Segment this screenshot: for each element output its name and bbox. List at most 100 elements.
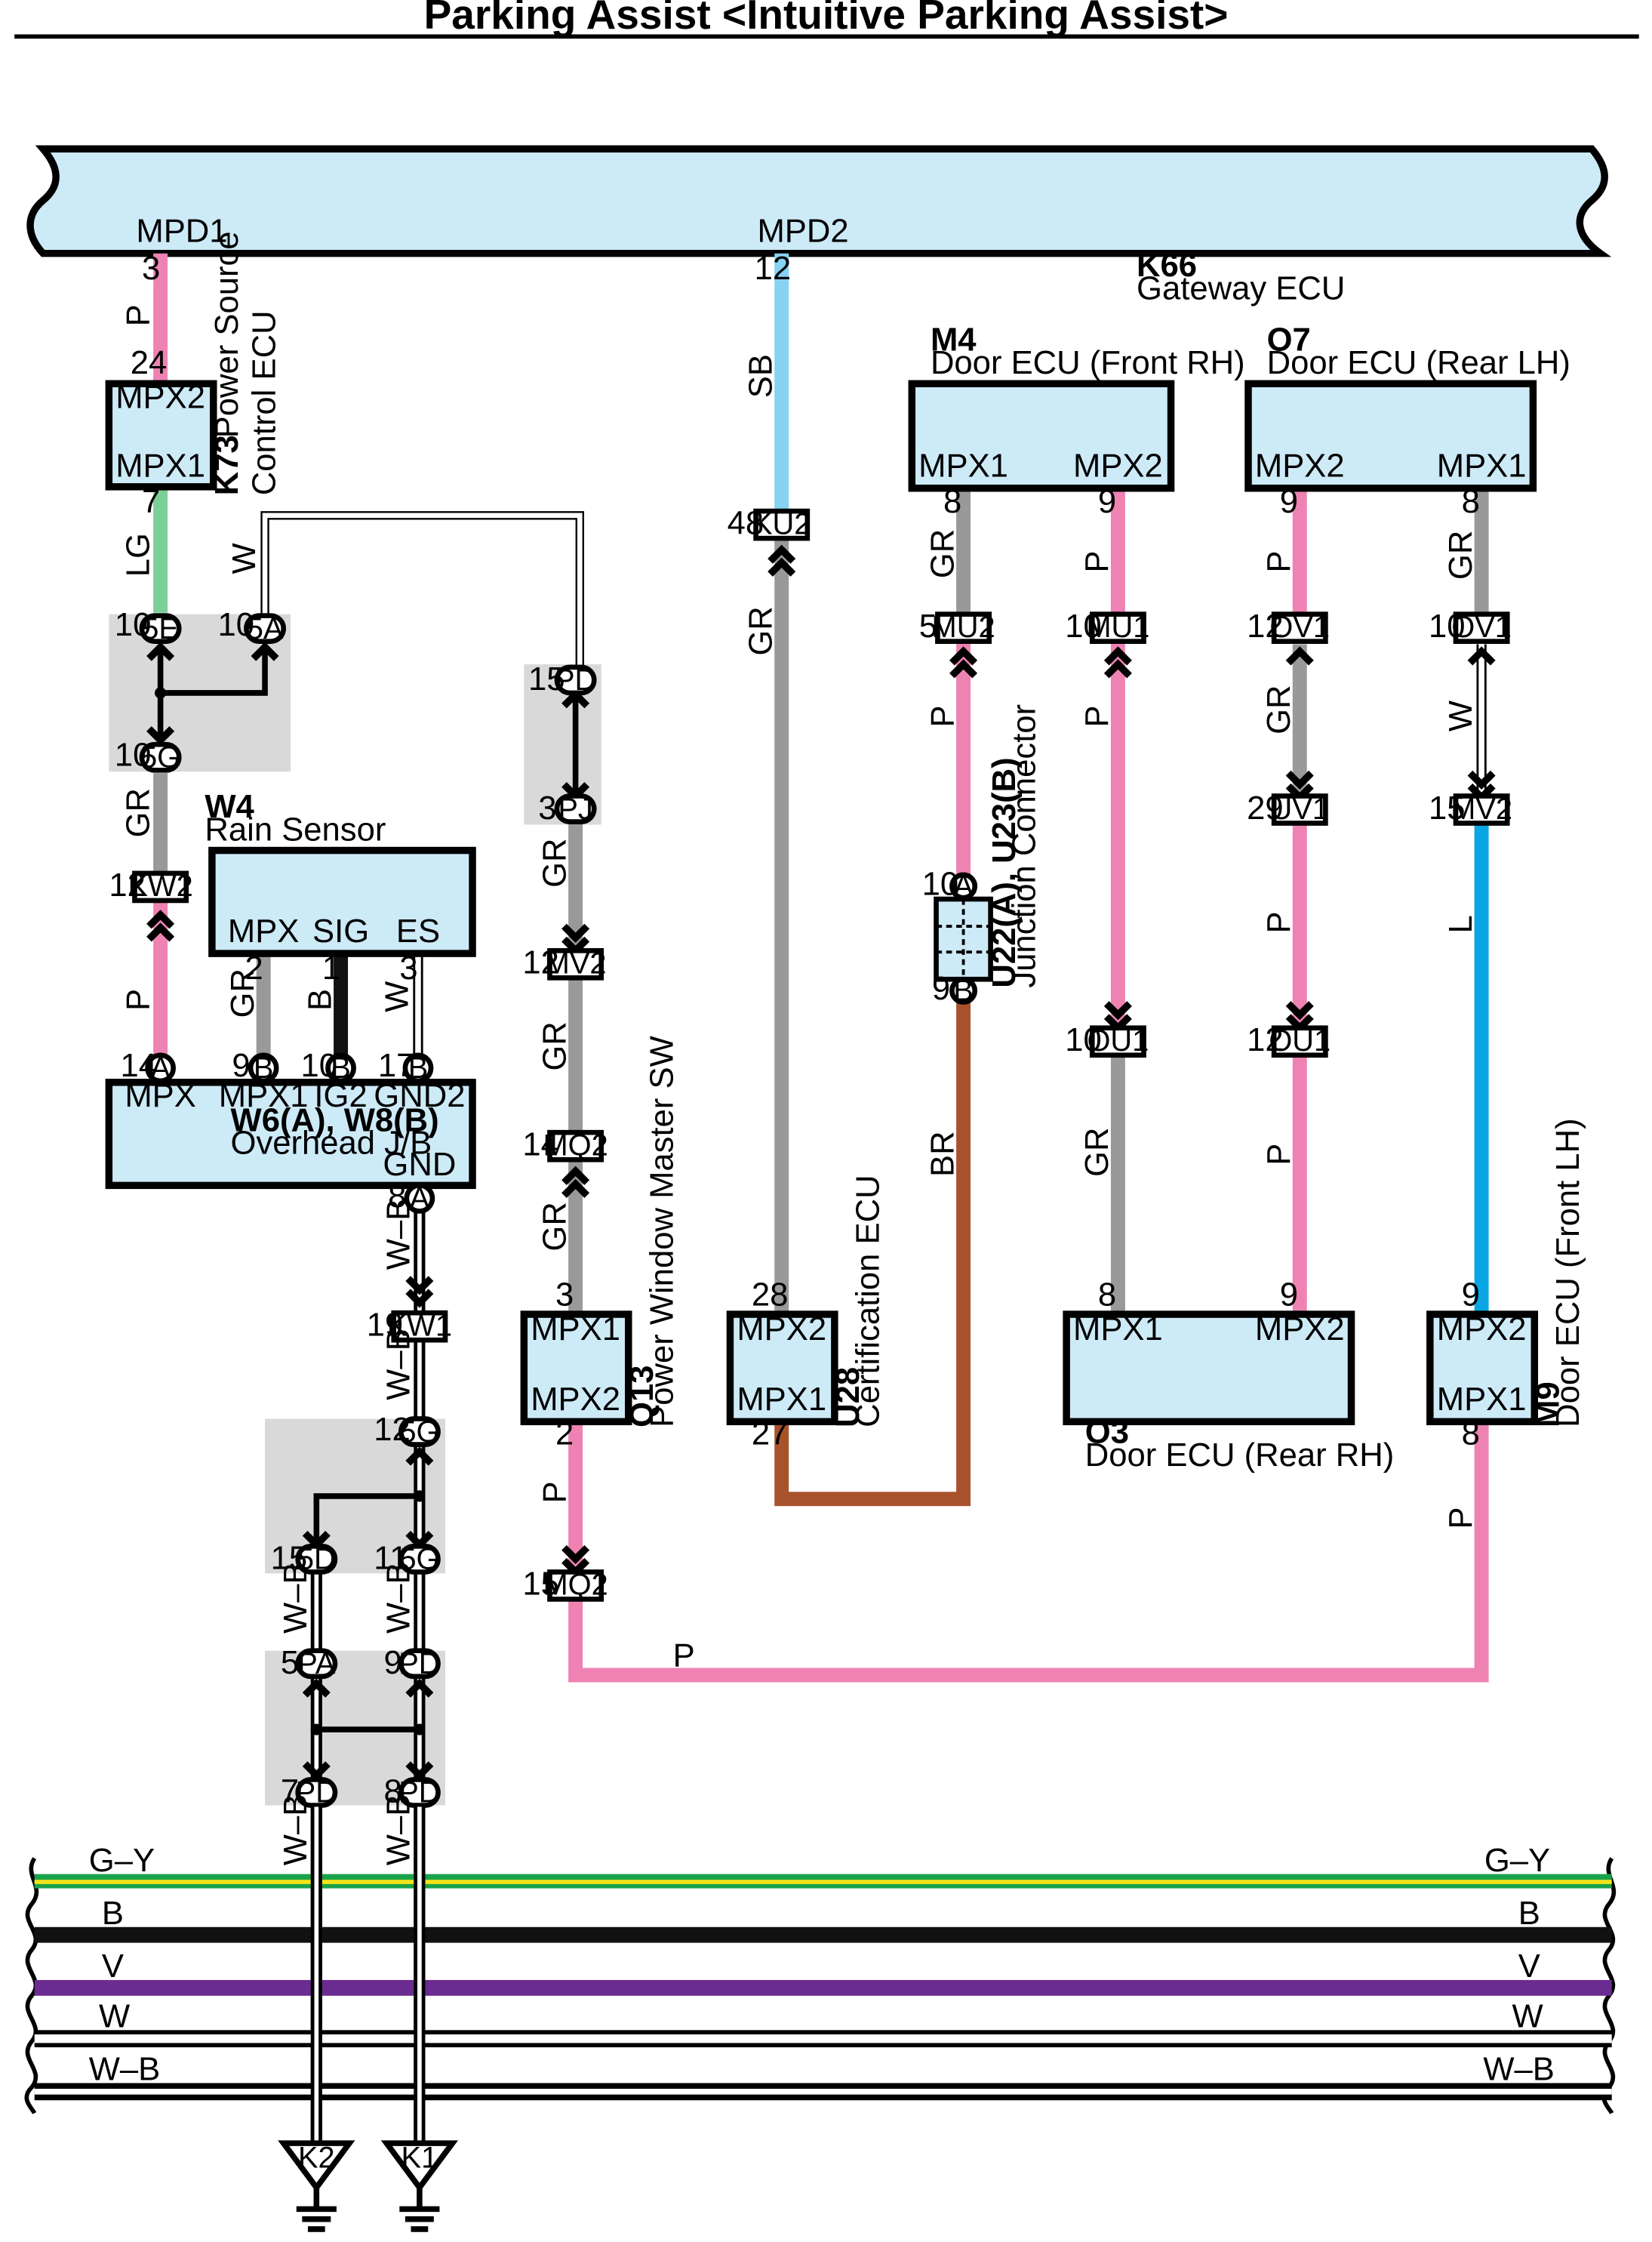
bus-label-left: W–B xyxy=(89,2052,161,2088)
pin: 3 xyxy=(555,1277,574,1313)
q13-code: Q13 xyxy=(624,1365,660,1427)
wire-label: GR xyxy=(1079,1128,1115,1177)
bus-label-right: G–Y xyxy=(1484,1843,1550,1879)
pin: 14 xyxy=(522,1127,559,1163)
w6-conn-b17-label: B xyxy=(408,1052,429,1085)
wire-label: W–B xyxy=(278,1794,314,1866)
conn-uv1-label: UV1 xyxy=(1271,793,1329,826)
wire-label: W–B xyxy=(381,1794,417,1866)
u23-pin-b xyxy=(949,976,978,1005)
m4-pin-mpx2: MPX2 xyxy=(1073,448,1163,485)
conn-pa-label: PA xyxy=(297,1647,336,1680)
wire-w xyxy=(262,513,583,667)
w6-conn-b17 xyxy=(402,1052,434,1084)
u28-pin-mpx2: MPX2 xyxy=(737,1311,826,1347)
conn-mu2 xyxy=(935,611,992,644)
k73-label: K73 Power Source Control ECU xyxy=(209,231,282,495)
bus-label-right: W xyxy=(1512,1999,1544,2035)
conn-ov1-label: OV1 xyxy=(1269,611,1330,644)
title-rule xyxy=(14,34,1639,39)
conn-pd-c xyxy=(295,1777,338,1808)
conn-mv2 xyxy=(547,947,605,981)
wire-label: W xyxy=(226,543,263,574)
ground-k2-label: K2 xyxy=(298,2141,335,2174)
pin: 27 xyxy=(752,1416,789,1452)
pin: 14 xyxy=(121,1048,158,1084)
bus-break-left xyxy=(24,1857,39,2114)
splice-dot xyxy=(414,1723,426,1735)
conn-ku2-label: KU2 xyxy=(752,507,811,540)
bus-v xyxy=(34,1979,1612,1996)
k73-name-2: Control ECU xyxy=(246,310,282,495)
m9-body xyxy=(1426,1310,1539,1426)
w6-pin-gnd: GND xyxy=(383,1147,456,1183)
pin: 10 xyxy=(217,607,254,643)
conn-5a-label: 5A xyxy=(247,612,284,645)
k73-pin-mpx1: MPX1 xyxy=(115,448,205,485)
chevron-up-icon xyxy=(146,910,175,942)
chevron-down-icon xyxy=(302,1761,331,1781)
w6-pin-mpx1: MPX1 xyxy=(219,1078,309,1114)
k66-pin-mpd2: MPD2 xyxy=(757,214,848,250)
w6-pin-gnd2: GND2 xyxy=(374,1078,465,1114)
pin: 9 xyxy=(1098,484,1116,520)
wire-label: W–B xyxy=(381,1562,417,1634)
o3-pin-mpx1: MPX1 xyxy=(1073,1311,1163,1347)
ground-k1-triangle xyxy=(380,2140,459,2193)
wire-label: GR xyxy=(743,606,779,655)
bus-label-right: B xyxy=(1518,1896,1540,1932)
wire-label: GR xyxy=(120,788,156,837)
pin: 3 xyxy=(142,251,160,287)
w6-conn-a8 xyxy=(404,1183,435,1214)
conn-pd-b xyxy=(398,1648,441,1680)
chevron-up-icon xyxy=(1103,646,1132,679)
conn-5d-label: 5D xyxy=(297,1543,336,1576)
pin: 9 xyxy=(932,971,950,1007)
wire-label: SB xyxy=(743,354,779,398)
wire-label: P xyxy=(1261,911,1297,933)
pin: 10 xyxy=(1065,1022,1102,1058)
w6-conn-a14-label: A xyxy=(150,1052,171,1085)
pin-numbers: 3 24 7 10 10 10 12 14 9 10 17 2 1 3 8 19… xyxy=(109,251,1480,1810)
u22-name: Junction Connector xyxy=(1006,704,1042,988)
splice-dot xyxy=(414,1490,426,1502)
o7-body xyxy=(1244,380,1537,492)
pin: 15 xyxy=(271,1541,308,1577)
o3-name: Door ECU (Rear RH) xyxy=(1085,1437,1394,1474)
conn-mu2-label: MU2 xyxy=(932,611,995,644)
wires xyxy=(153,253,1489,2151)
splice-dot xyxy=(310,1723,322,1735)
conn-ku2 xyxy=(753,508,811,541)
pin: 12 xyxy=(1247,608,1284,645)
conn-uv1 xyxy=(1271,793,1328,826)
wire-label: GR xyxy=(1443,531,1479,580)
m4-pin-mpx1: MPX1 xyxy=(918,448,1008,485)
chevron-up-icon xyxy=(561,1166,590,1198)
u28-name: Certification ECU xyxy=(851,1175,887,1427)
pin: 29 xyxy=(1247,790,1284,827)
pin: 48 xyxy=(728,505,764,541)
w6-pin-ig2: IG2 xyxy=(314,1078,367,1114)
o3-code: O3 xyxy=(1085,1415,1129,1451)
conn-5e-label: 5E xyxy=(142,612,179,645)
pin: 12 xyxy=(109,867,146,904)
conn-pd-c-label: PD xyxy=(296,1776,337,1809)
wire-label: P xyxy=(537,1481,573,1503)
w6-code: W6(A), W8(B) xyxy=(231,1102,439,1138)
pin: 10 xyxy=(1429,608,1466,645)
w4-name: Rain Sensor xyxy=(205,811,386,848)
k66-name: Gateway ECU xyxy=(1137,270,1345,306)
bus-label-left: G–Y xyxy=(89,1843,155,1879)
wire-label: W–B xyxy=(381,1199,417,1270)
wire-label: P xyxy=(1079,705,1115,727)
chevron-up-icon xyxy=(405,1446,434,1466)
w6-conn-b10-label: B xyxy=(331,1052,351,1085)
w6-conn-a14 xyxy=(145,1052,176,1084)
w6-body xyxy=(105,1079,476,1190)
bus-wb xyxy=(34,2089,1612,2095)
o7-name: Door ECU (Rear LH) xyxy=(1267,345,1570,381)
w4-body xyxy=(208,846,476,957)
w6-conn-b9-label: B xyxy=(254,1052,274,1085)
pin: 8 xyxy=(943,484,961,520)
